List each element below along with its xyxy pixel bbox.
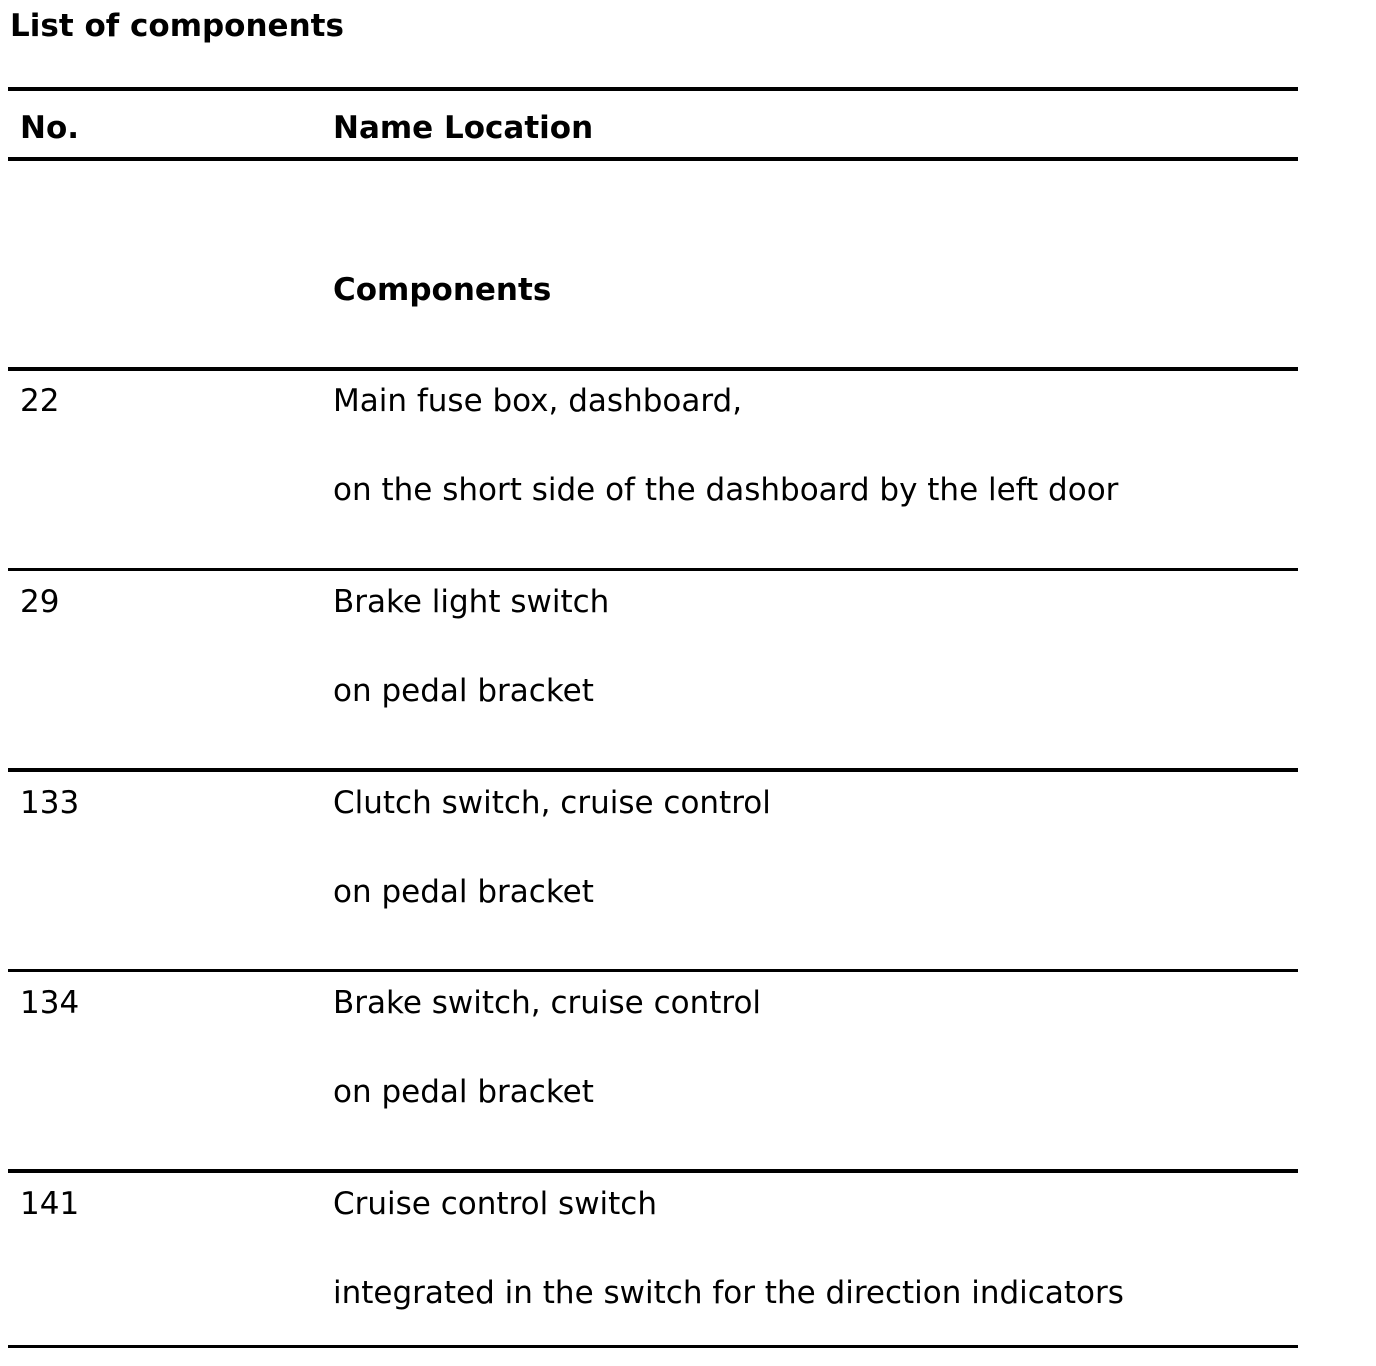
row-no: 141 — [20, 1186, 80, 1222]
row-separator — [8, 568, 1298, 571]
section-heading: Components — [333, 272, 552, 308]
header-bottom-rule — [8, 157, 1298, 161]
row-location: on pedal bracket — [333, 1074, 594, 1110]
row-name: Clutch switch, cruise control — [333, 785, 771, 821]
row-separator — [8, 367, 1298, 371]
row-location: integrated in the switch for the directi… — [333, 1275, 1124, 1311]
row-no: 22 — [20, 383, 60, 419]
row-location: on pedal bracket — [333, 874, 594, 910]
row-name: Brake light switch — [333, 584, 610, 620]
document-title: List of components — [10, 8, 344, 44]
header-name-location: Name Location — [333, 110, 594, 146]
row-no: 29 — [20, 584, 60, 620]
row-name: Cruise control switch — [333, 1186, 658, 1222]
row-name: Main fuse box, dashboard, — [333, 383, 743, 419]
row-separator — [8, 768, 1298, 772]
row-separator — [8, 969, 1298, 972]
row-no: 133 — [20, 785, 80, 821]
header-no: No. — [20, 110, 80, 146]
row-separator — [8, 1169, 1298, 1173]
table-bottom-rule — [8, 1345, 1298, 1348]
row-name: Brake switch, cruise control — [333, 985, 762, 1021]
row-location: on the short side of the dashboard by th… — [333, 472, 1119, 508]
row-no: 134 — [20, 985, 80, 1021]
row-location: on pedal bracket — [333, 673, 594, 709]
table-top-rule — [8, 87, 1298, 91]
